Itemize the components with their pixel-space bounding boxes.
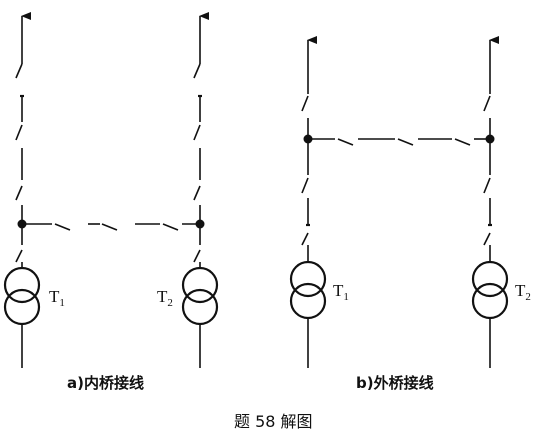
inner-bridge-diagram: T1 T2 a)内桥接线 xyxy=(3,12,219,392)
inner-t1-label: T1 xyxy=(49,287,65,309)
inner-t2-label: T2 xyxy=(157,287,173,309)
inner-left-disconnector-top xyxy=(15,63,23,79)
inner-left-transformer-disconnector xyxy=(15,249,23,263)
inner-bridge-caption: a)内桥接线 xyxy=(67,374,144,392)
inner-t2-transformer xyxy=(181,266,219,326)
outer-left-line xyxy=(289,36,327,368)
inner-right-line xyxy=(181,12,219,368)
outer-bridge-link xyxy=(303,134,495,146)
inner-left-disconnector-bottom xyxy=(15,185,23,201)
outer-t2-label: T2 xyxy=(515,281,531,303)
outer-t1-transformer xyxy=(289,260,327,320)
outer-t2-transformer xyxy=(471,260,509,320)
outer-right-line xyxy=(471,36,509,368)
outer-t1-label: T1 xyxy=(333,281,349,303)
figure-title: 题 58 解图 xyxy=(234,412,313,431)
inner-t1-transformer xyxy=(3,266,41,326)
inner-left-breaker xyxy=(15,124,23,141)
outer-bridge-caption: b)外桥接线 xyxy=(356,374,434,392)
inner-left-line xyxy=(3,12,41,368)
inner-bridge-link xyxy=(17,219,205,231)
outer-bridge-diagram: T1 T2 b)外桥接线 xyxy=(289,36,531,392)
